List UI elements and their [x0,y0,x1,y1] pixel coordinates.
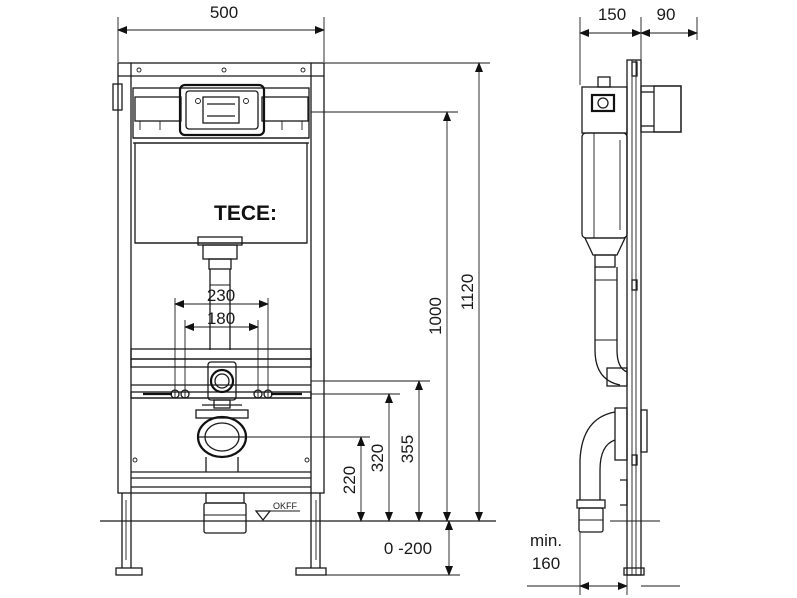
dimension-label-355: 355 [398,435,417,463]
front-view: 500 [100,3,496,576]
dimension-label-320: 320 [368,444,387,472]
waste-connection [131,409,311,534]
min-label: min. [530,531,562,550]
side-view: 150 90 [527,5,698,595]
actuator-plate [640,85,682,133]
brand-logo: TECE: [214,202,277,225]
dimension-label-220: 220 [340,466,359,494]
dimension-label-180: 180 [207,309,235,328]
dimension-180: 180 [184,309,259,331]
dimension-label-0-200: 0 -200 [384,539,432,558]
dimension-min-160: min. 160 [527,531,680,595]
okff-label: OKFF [273,501,298,511]
dimension-label-500: 500 [210,3,238,22]
dimension-320: 320 [311,393,400,522]
frame-legs [115,493,327,576]
side-flush-pipe [594,254,628,387]
side-frame [623,59,645,576]
floor-level: OKFF [100,501,496,522]
dimension-1000: 1000 [311,111,458,522]
dimension-1120: 1120 [324,62,490,522]
side-cistern [581,76,628,256]
frame-outline [112,62,325,494]
dimension-150: 150 [579,5,642,85]
dimension-230: 230 [174,286,269,308]
dimension-220: 220 [246,436,370,522]
dimension-label-1120: 1120 [458,274,477,311]
dimension-label-160: 160 [532,554,560,573]
flush-pipe [197,236,243,350]
dimension-leg-adjust: 0 -200 [326,520,460,576]
dimension-90: 90 [640,5,698,40]
dimension-355: 355 [311,380,430,522]
dimension-label-150: 150 [598,5,626,24]
side-waste-elbow [576,407,648,533]
dimension-label-1000: 1000 [426,297,445,335]
dimension-label-230: 230 [207,286,235,305]
cistern: TECE: [132,83,310,244]
inlet-connection [202,361,242,409]
dimension-500: 500 [117,3,325,62]
dimension-label-90: 90 [657,5,676,24]
